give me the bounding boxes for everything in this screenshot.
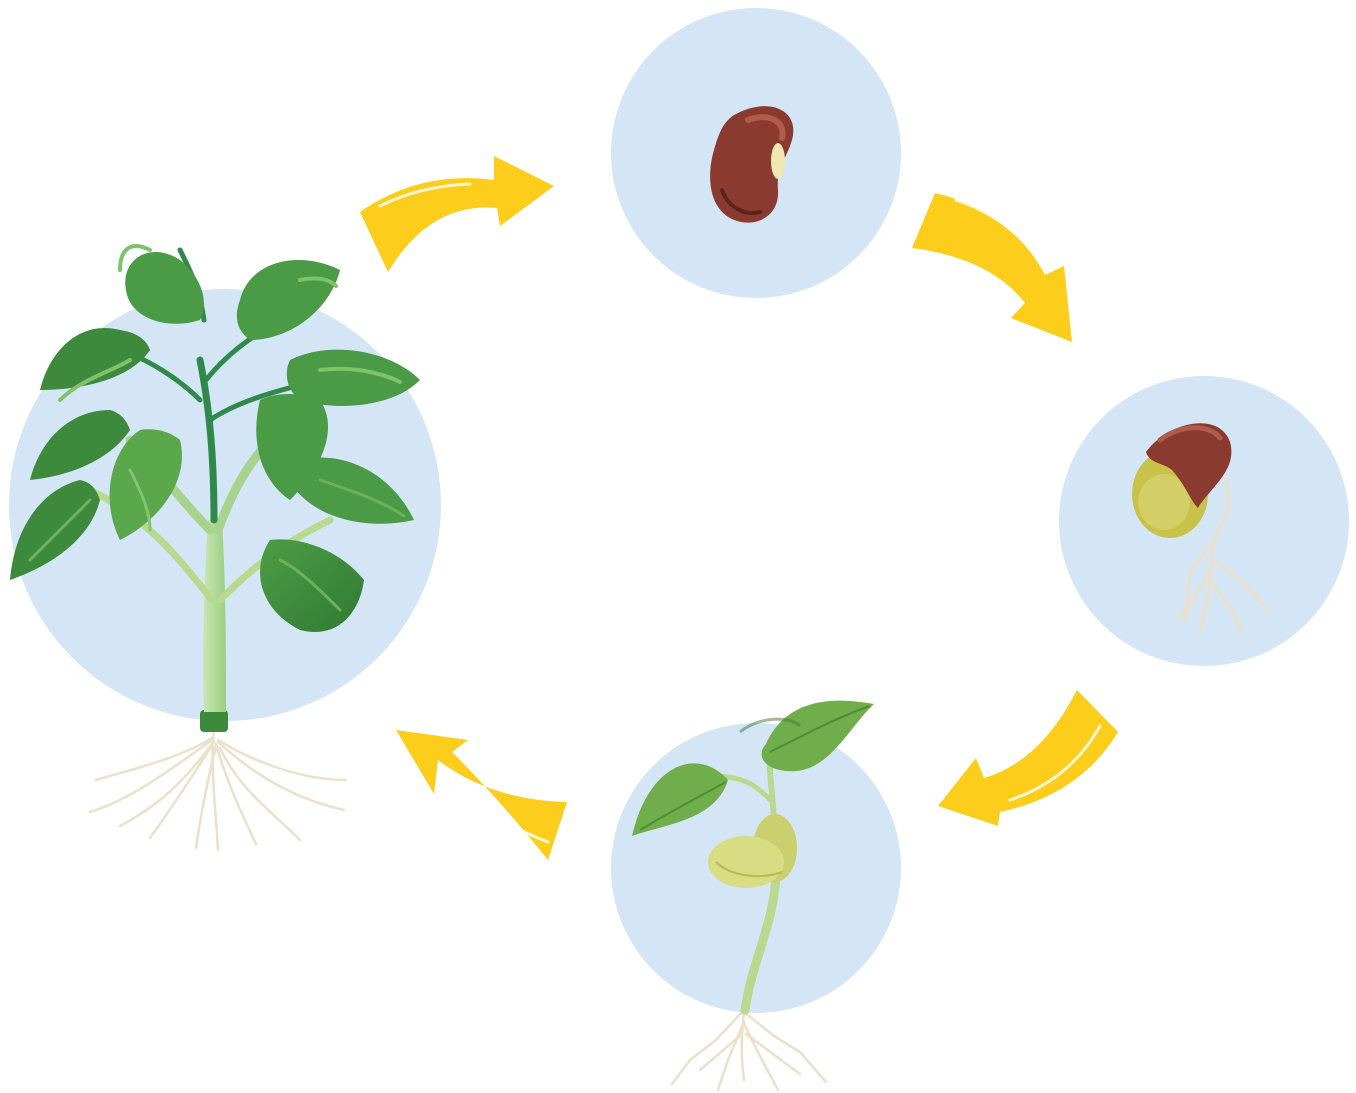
arrow-seed-to-germination: [912, 193, 1072, 342]
plant-roots: [90, 728, 346, 850]
stage-circle-germination: [1059, 376, 1349, 666]
plant-stem-base: [200, 710, 228, 732]
arrow-germination-to-seedling: [938, 690, 1118, 826]
seedling-cotyledon-front: [708, 836, 784, 888]
seedling-roots: [672, 1000, 826, 1090]
arrow-seedling-to-plant: [396, 730, 567, 860]
arrow-plant-to-seed: [360, 156, 554, 272]
